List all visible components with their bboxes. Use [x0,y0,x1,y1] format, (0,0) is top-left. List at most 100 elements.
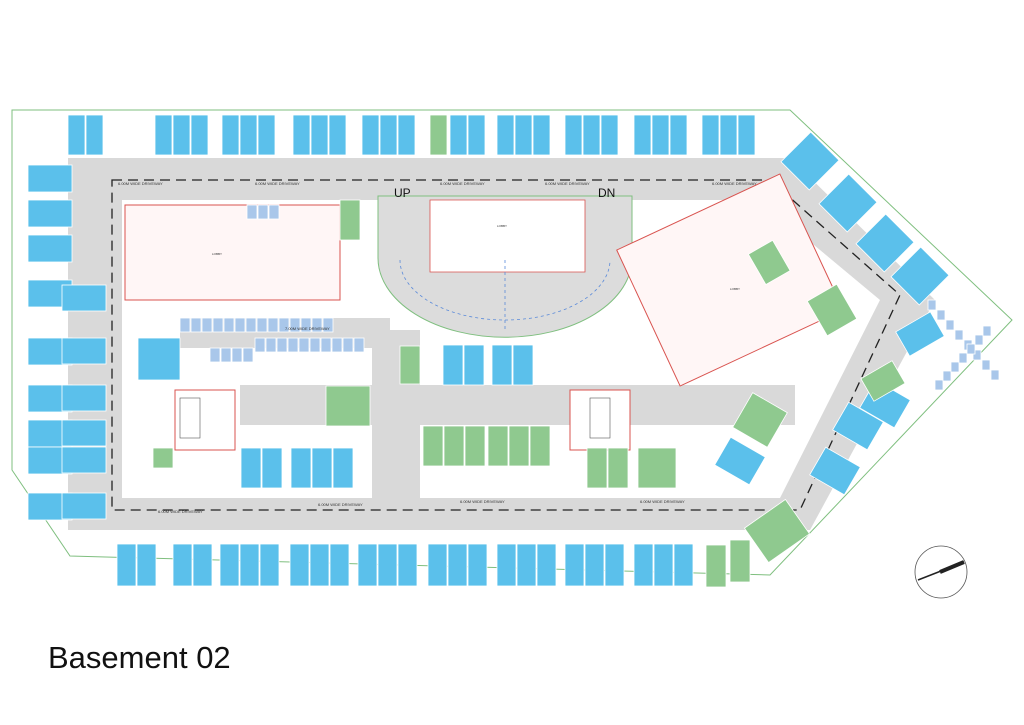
car-parking-bay [361,114,380,156]
ramp-up-label: UP [394,186,411,200]
car-parking-bay [536,543,557,587]
car-parking-bay [309,337,321,353]
car-parking-bay [172,543,193,587]
car-parking-bay [958,352,968,364]
staircase-right [589,397,611,439]
car-parking-bay [379,114,398,156]
bike-parking-bay [732,392,788,448]
car-parking-bay [61,284,107,312]
car-parking-bay [604,543,625,587]
car-parking-bay [934,379,944,391]
page-title: Basement 02 [48,640,231,675]
car-parking-bay [737,114,756,156]
car-parking-bay [982,325,992,337]
car-parking-bay [584,543,605,587]
car-parking-bay [201,317,213,333]
bike-parking-bay [747,239,791,286]
car-parking-bay [240,447,262,489]
bike-parking-bay [464,425,486,467]
central-court [377,195,633,338]
north-arrow-icon [914,545,968,599]
bike-parking-bay [586,447,608,489]
site-boundary [11,109,1013,576]
car-parking-bay [496,114,515,156]
car-parking-bay [289,543,310,587]
car-parking-bay [311,317,323,333]
car-parking-bay [27,164,73,193]
car-parking-bay [397,543,418,587]
car-parking-bay [261,447,283,489]
car-parking-bay [532,114,551,156]
bike-parking-bay [729,539,751,583]
car-parking-bay [61,492,107,520]
car-parking-bay [220,347,232,363]
car-parking-bay [85,114,104,156]
core-small-right [569,389,631,451]
car-parking-bay [564,543,585,587]
car-parking-bay [290,447,312,489]
car-parking-bay [221,114,240,156]
car-parking-bay [27,199,73,228]
car-parking-bay [463,344,485,386]
car-parking-bay [714,436,766,486]
car-parking-bay [219,543,240,587]
car-parking-bay [653,543,674,587]
driveway-label: 6.00M WIDE DRIVEWAY [712,181,757,186]
car-parking-bay [231,347,243,363]
car-parking-bay [981,359,991,371]
car-parking-bay [329,543,350,587]
car-parking-bay [209,347,221,363]
car-parking-bay [257,204,269,220]
car-parking-bay [192,543,213,587]
car-parking-bay [190,317,202,333]
car-parking-bay [496,543,517,587]
car-parking-bay [342,337,354,353]
car-parking-bay [669,114,688,156]
tower-left-core [124,204,341,301]
car-parking-bay [447,543,468,587]
car-parking-bay [136,543,157,587]
car-parking-bay [353,337,365,353]
lobby-label: LOBBY [730,287,740,291]
car-parking-bay [287,337,299,353]
car-parking-bay [633,543,654,587]
car-parking-bay [701,114,720,156]
bike-parking-bay [705,544,727,588]
tower-right-core [616,173,844,387]
car-parking-bay [257,114,276,156]
driveway-label: 6.00M WIDE DRIVEWAY [460,499,505,504]
car-parking-bay [516,543,537,587]
car-parking-bay [265,337,277,353]
car-parking-bay [27,234,73,263]
car-parking-bay [309,543,330,587]
aisle-middle [240,385,795,425]
bike-parking-bay [443,425,465,467]
car-parking-bay [242,347,254,363]
driveway-label: 6.00M WIDE DRIVEWAY [545,181,590,186]
car-parking-bay [442,344,464,386]
bike-parking-bay [325,385,371,427]
bike-parking-bay [339,199,361,241]
car-parking-bay [332,447,354,489]
car-parking-bay [936,309,946,321]
car-parking-bay [895,311,945,357]
driveway-label: 6.00M WIDE DRIVEWAY [440,181,485,186]
car-parking-bay [467,114,486,156]
car-parking-bay [311,447,333,489]
bike-parking-bay [860,360,906,402]
car-parking-bay [320,337,332,353]
car-parking-bay [942,370,952,382]
car-parking-bay [832,401,884,451]
bike-parking-bay [152,447,174,469]
car-parking-bay [268,204,280,220]
car-parking-bay [491,344,513,386]
car-parking-bay [254,337,266,353]
car-parking-bay [137,337,181,381]
bike-parking-bay [806,283,858,337]
car-parking-bay [633,114,652,156]
driveway-label: 6.00M WIDE DRIVEWAY [640,499,685,504]
car-parking-bay [154,114,173,156]
car-parking-bay [673,543,694,587]
car-parking-bay [974,334,984,346]
